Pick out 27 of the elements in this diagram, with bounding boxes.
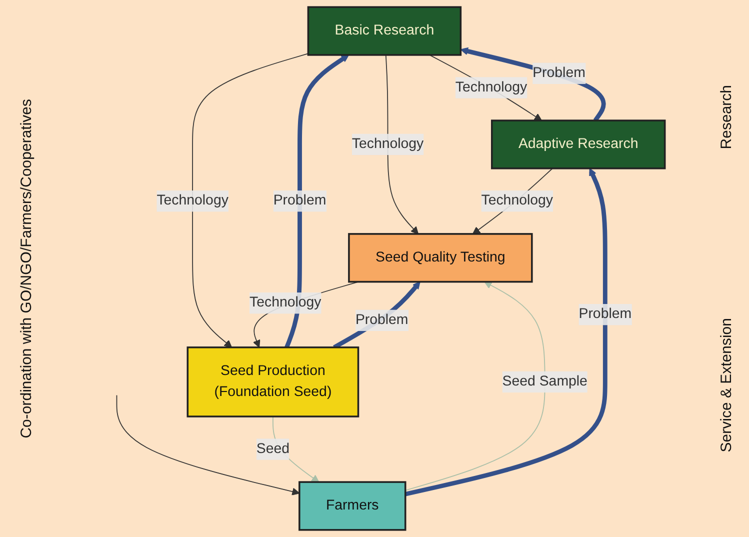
arrow	[404, 168, 608, 496]
arrow	[404, 281, 546, 491]
arrow	[429, 54, 542, 121]
node-box: Farmers	[298, 481, 406, 531]
edge-label: Seed Sample	[502, 374, 588, 390]
edge-label: Problem	[273, 193, 326, 208]
edge-label: Technology	[250, 295, 322, 310]
arrow	[472, 168, 553, 234]
side-label: Service & Extension	[718, 318, 734, 452]
edge-label: Seed	[256, 441, 290, 456]
edge-label: Technology	[156, 193, 228, 208]
edge-label: Technology	[455, 80, 528, 95]
edge-label: Technology	[352, 136, 424, 152]
arrow	[192, 53, 309, 348]
node-box: Seed Production (Foundation Seed)	[186, 346, 360, 418]
node-box: Adaptive Research	[491, 120, 666, 170]
node-box: Basic Research	[307, 6, 462, 56]
node-box: Seed Quality Testing	[348, 233, 533, 283]
arrow	[116, 394, 300, 496]
edge-label: Problem	[355, 312, 408, 328]
edge-label: Technology	[481, 193, 553, 208]
side-label: Co-ordination with GO/NGO/Farmers/Cooperatives	[18, 98, 34, 438]
edge-label: Problem	[532, 65, 586, 80]
side-label: Research	[718, 84, 734, 149]
arrow	[284, 54, 350, 348]
edge-label: Problem	[578, 306, 632, 322]
arrow	[460, 47, 606, 122]
